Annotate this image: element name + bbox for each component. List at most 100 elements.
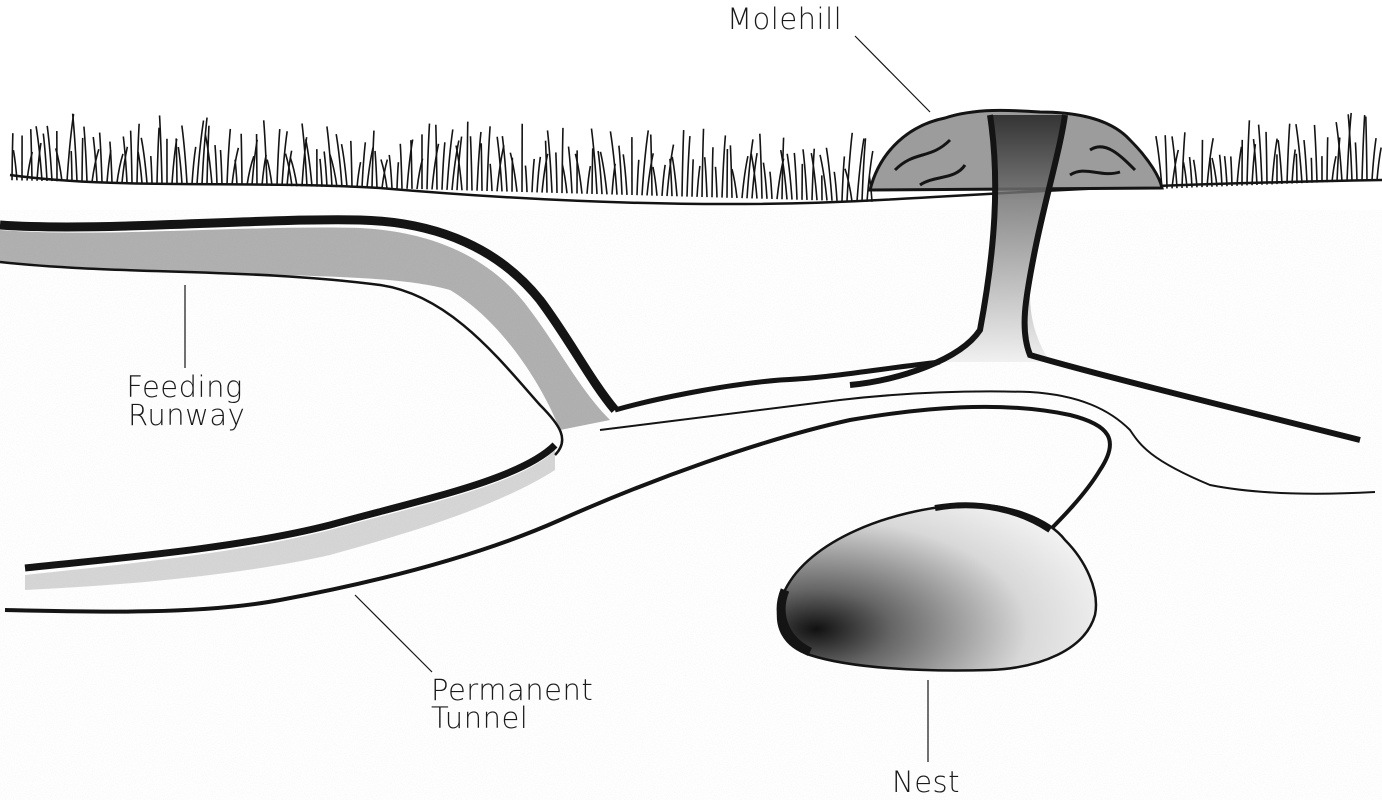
grass-blade bbox=[467, 122, 468, 191]
grass-blade bbox=[525, 166, 527, 193]
grass-blade bbox=[826, 148, 832, 201]
grass-blade bbox=[82, 138, 83, 182]
grass-blade bbox=[427, 124, 429, 190]
grass-blade bbox=[662, 165, 665, 196]
grass-blade bbox=[787, 154, 792, 200]
grass-blade bbox=[556, 152, 557, 192]
grass-blade bbox=[587, 166, 590, 194]
grass-blade bbox=[447, 129, 453, 189]
grass-blade bbox=[336, 134, 342, 187]
grass-blade bbox=[235, 160, 237, 185]
grass-blade bbox=[653, 167, 657, 196]
grass-blade bbox=[623, 154, 627, 195]
molehill-leader-line bbox=[855, 36, 930, 112]
grass-blade bbox=[1237, 147, 1241, 186]
grass-blade bbox=[182, 126, 187, 184]
grass-blade bbox=[730, 145, 732, 197]
grass-blade bbox=[362, 142, 365, 187]
grass-blade bbox=[215, 145, 217, 185]
grass-blade bbox=[227, 129, 230, 185]
grass-blade bbox=[546, 141, 547, 193]
grass-blade bbox=[1362, 115, 1365, 181]
grass-blade bbox=[1194, 160, 1197, 188]
grass-blade bbox=[487, 126, 490, 191]
grass-blade bbox=[672, 157, 677, 196]
grass-blade bbox=[342, 144, 347, 187]
grass-blade bbox=[192, 147, 196, 184]
grass-blade bbox=[389, 155, 392, 188]
grass-blade bbox=[682, 130, 684, 196]
grass-blade bbox=[1366, 117, 1367, 181]
grass-blade bbox=[12, 133, 13, 180]
grass-blade bbox=[84, 127, 87, 182]
grass-blade bbox=[178, 147, 182, 184]
grass-blade bbox=[1210, 158, 1212, 187]
grass-blade bbox=[324, 152, 327, 187]
grass-blade bbox=[1259, 125, 1262, 185]
grass bbox=[12, 113, 1381, 202]
grass-blade bbox=[351, 141, 352, 188]
grass-blade bbox=[1311, 158, 1312, 183]
grass-blade bbox=[803, 149, 807, 200]
grass-blade bbox=[397, 162, 398, 188]
grass-blade bbox=[372, 131, 374, 188]
grass-blade bbox=[1332, 156, 1336, 182]
grass-blade bbox=[569, 147, 572, 194]
grass-blade bbox=[267, 160, 272, 186]
grass-blade bbox=[1327, 137, 1328, 182]
grass-blade bbox=[687, 136, 690, 197]
grass-blade bbox=[131, 131, 132, 183]
grass-blade bbox=[692, 159, 693, 196]
grass-blade bbox=[47, 126, 52, 181]
grass-blade bbox=[1231, 156, 1232, 186]
grass-blade bbox=[411, 140, 412, 189]
grass-blade bbox=[1372, 138, 1376, 180]
grass-blade bbox=[702, 129, 704, 197]
grass-blade bbox=[1182, 132, 1185, 188]
nest-label: Nest bbox=[892, 768, 960, 796]
grass-blade bbox=[160, 115, 162, 183]
permanent-tunnel-label-line-1: Permanent bbox=[431, 676, 593, 704]
grass-blade bbox=[470, 136, 472, 190]
permanent-tunnel-label: Permanent Tunnel bbox=[431, 676, 593, 732]
grass-blade bbox=[110, 142, 112, 183]
feeding-runway-label: Feeding Runway bbox=[124, 373, 245, 429]
grass-blade bbox=[43, 134, 47, 181]
grass-blade bbox=[241, 134, 242, 185]
grass-blade bbox=[1225, 156, 1227, 186]
grass-blade bbox=[532, 159, 534, 192]
grass-blade bbox=[71, 151, 72, 181]
grass-blade bbox=[770, 172, 772, 199]
grass-blade bbox=[1377, 148, 1381, 181]
grass-blade bbox=[697, 166, 700, 197]
grass-blade bbox=[73, 114, 77, 182]
grass-blade bbox=[537, 157, 540, 192]
grass-blade bbox=[477, 132, 481, 191]
grass-blade bbox=[400, 144, 402, 189]
grass-blade bbox=[732, 169, 737, 198]
grass-blade bbox=[502, 136, 507, 191]
grass-blade bbox=[264, 120, 267, 185]
nest-label-text: Nest bbox=[892, 768, 960, 796]
grass-blade bbox=[221, 150, 222, 185]
grass-blade bbox=[277, 129, 280, 186]
permanent-tunnel-label-line-2: Tunnel bbox=[431, 704, 593, 732]
grass-blade bbox=[712, 147, 713, 197]
feeding-runway-label-line-2: Runway bbox=[128, 401, 245, 429]
grass-blade bbox=[1314, 125, 1317, 183]
grass-blade bbox=[1292, 150, 1295, 184]
grass-blade bbox=[760, 134, 762, 199]
grass-blade bbox=[176, 138, 177, 183]
grass-blade bbox=[610, 131, 617, 194]
grass-blade bbox=[31, 129, 32, 181]
grass-blade bbox=[562, 128, 563, 193]
grass-blade bbox=[1296, 154, 1297, 184]
grass-blade bbox=[651, 134, 652, 195]
grass-blade bbox=[722, 135, 725, 197]
molehill-label-text: Molehill bbox=[727, 5, 842, 33]
grass-blade bbox=[834, 172, 837, 201]
grass-blade bbox=[436, 125, 437, 190]
grass-blade bbox=[1247, 120, 1249, 185]
grass-blade bbox=[357, 162, 361, 187]
grass-blade bbox=[1287, 124, 1290, 184]
